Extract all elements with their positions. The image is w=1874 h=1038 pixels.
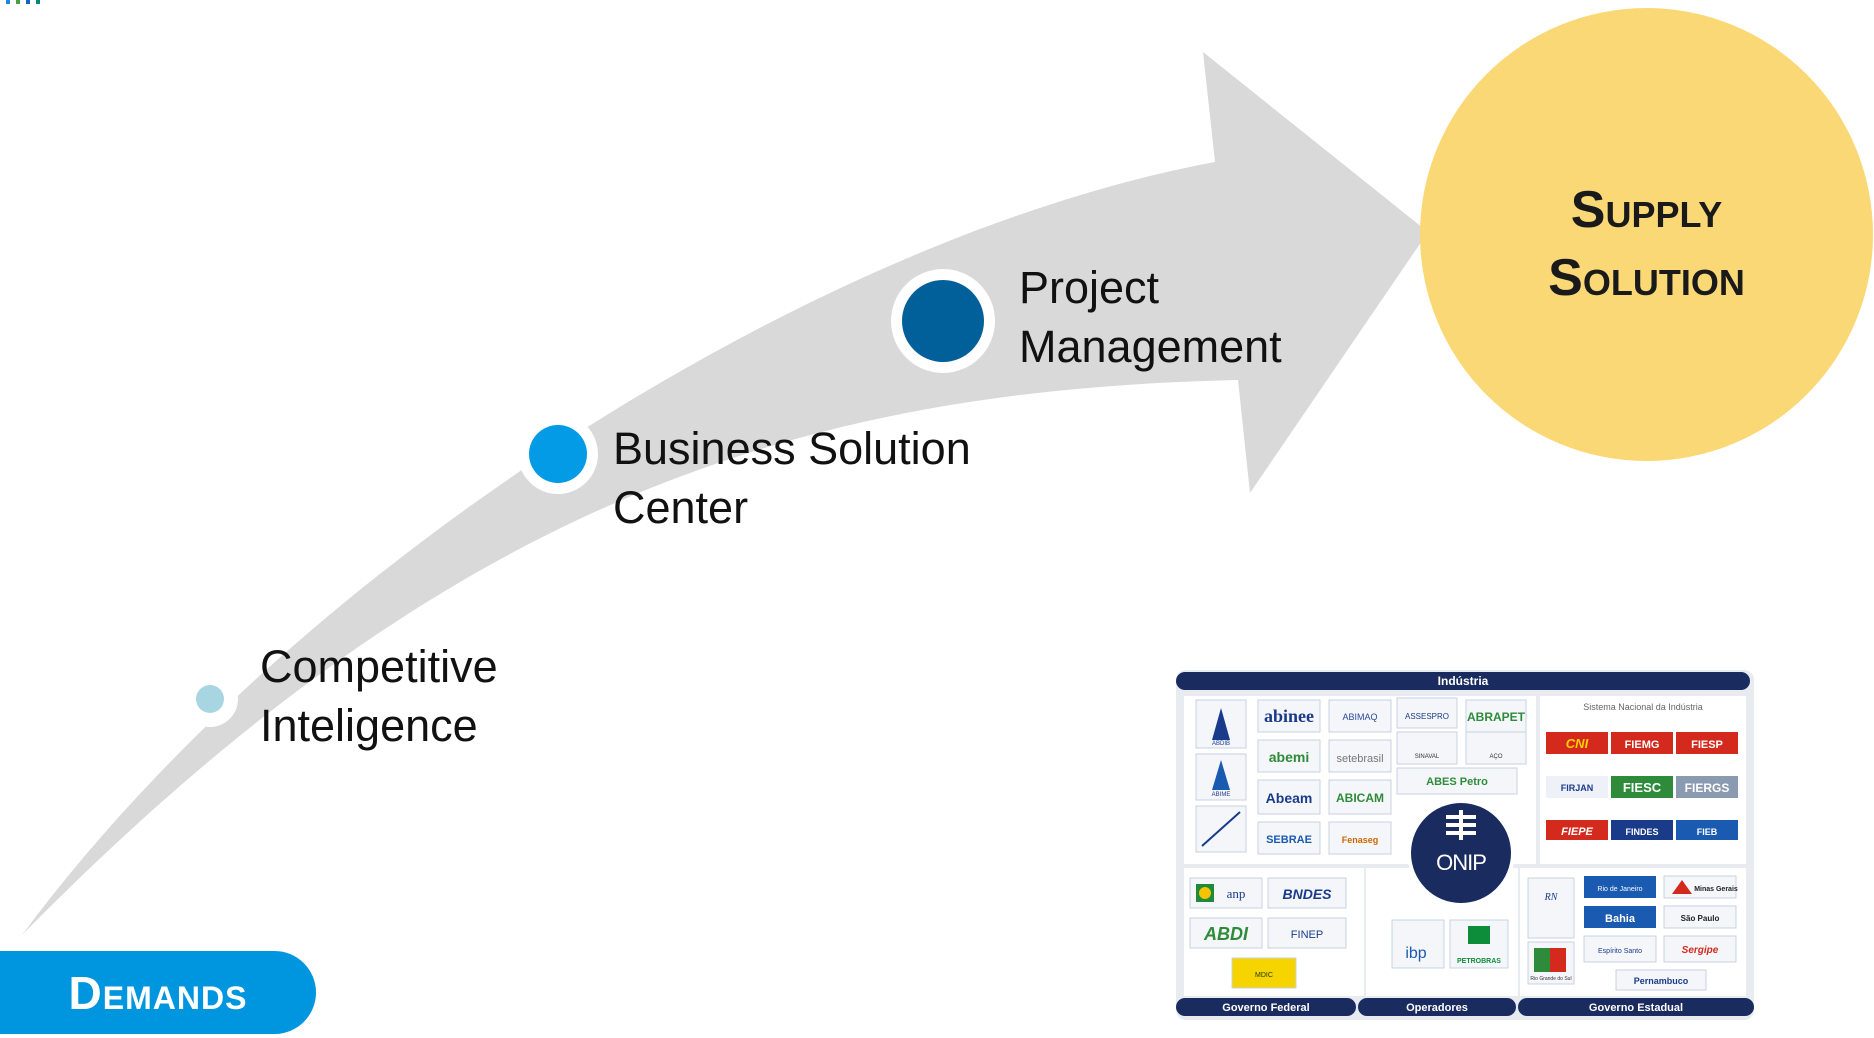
svg-text:ASSESPRO: ASSESPRO — [1405, 712, 1449, 721]
onip-label: ONIP — [1436, 850, 1486, 875]
svg-text:FINDES: FINDES — [1625, 827, 1658, 837]
svg-text:FINEP: FINEP — [1291, 929, 1323, 941]
svg-text:MDIC: MDIC — [1255, 972, 1273, 979]
federal-logos: anp BNDES ABDI FINEP MDIC — [1189, 877, 1347, 989]
onip-emblem: ONIP — [1407, 799, 1515, 907]
curved-arrow — [22, 52, 1428, 935]
svg-text:Minas Gerais: Minas Gerais — [1694, 886, 1738, 893]
svg-text:Rio de Janeiro: Rio de Janeiro — [1597, 886, 1642, 893]
svg-text:Bahia: Bahia — [1605, 913, 1636, 925]
supply-solution-line2: Solution — [1548, 249, 1745, 307]
supply-solution-line1: Supply — [1570, 181, 1723, 239]
svg-text:FIESC: FIESC — [1623, 780, 1662, 795]
svg-text:ibp: ibp — [1405, 945, 1426, 962]
svg-text:anp: anp — [1227, 886, 1246, 901]
svg-text:ABDI: ABDI — [1203, 924, 1249, 944]
svg-text:setebrasil: setebrasil — [1336, 753, 1383, 765]
svg-text:Espírito Santo: Espírito Santo — [1598, 948, 1642, 955]
project-management-marker — [891, 269, 995, 373]
stage-label-competitive-intelligence: Competitive Inteligence — [260, 637, 498, 755]
svg-text:ABES Petro: ABES Petro — [1426, 776, 1488, 788]
svg-text:ABICAM: ABICAM — [1336, 791, 1384, 805]
svg-text:FIERGS: FIERGS — [1685, 781, 1730, 795]
panel-sni-title: Sistema Nacional da Indústria — [1583, 702, 1703, 712]
stage-label-line: Management — [1019, 321, 1282, 372]
svg-text:PETROBRAS: PETROBRAS — [1457, 958, 1501, 965]
stage-label-business-solution-center: Business Solution Center — [613, 419, 971, 537]
state-logos: RN Rio de Janeiro Minas Gerais Bahia São… — [1527, 875, 1738, 991]
svg-text:ABIMAQ: ABIMAQ — [1342, 712, 1377, 722]
business-solution-center-marker — [518, 414, 598, 494]
panel-footer-federal: Governo Federal — [1222, 1002, 1309, 1014]
svg-text:Pernambuco: Pernambuco — [1634, 976, 1689, 986]
stage-label-line: Competitive — [260, 641, 498, 692]
demands-label: Demands — [68, 966, 248, 1019]
svg-text:FIEPE: FIEPE — [1561, 826, 1593, 838]
stakeholder-panel: Indústria Sistema Nacional da Indústria … — [1176, 670, 1754, 1020]
industry-logos: ABDIB abinee ABIMAQ ASSESPRO ABRAPET SIN… — [1195, 697, 1527, 855]
svg-text:abinee: abinee — [1264, 706, 1314, 726]
svg-text:FIEMG: FIEMG — [1625, 739, 1660, 751]
panel-footer-state: Governo Estadual — [1589, 1002, 1683, 1014]
svg-text:ABRAPET: ABRAPET — [1467, 710, 1526, 724]
svg-text:Rio Grande do Sul: Rio Grande do Sul — [1530, 976, 1571, 982]
stage-label-line: Center — [613, 482, 749, 533]
supply-solution-circle: Supply Solution — [1420, 8, 1873, 461]
svg-text:Sergipe: Sergipe — [1682, 945, 1719, 956]
stage-label-line: Project — [1019, 262, 1160, 313]
stage-label-line: Inteligence — [260, 700, 478, 751]
svg-text:FIRJAN: FIRJAN — [1561, 783, 1594, 793]
competitive-intelligence-marker — [182, 671, 238, 727]
corner-mark — [6, 0, 40, 4]
sni-logos: CNI FIEMG FIESP FIRJAN FIESC FIERGS FIEP… — [1546, 732, 1738, 840]
stage-label-project-management: Project Management — [1019, 258, 1282, 376]
svg-text:abemi: abemi — [1269, 749, 1309, 765]
svg-text:ABDIB: ABDIB — [1212, 741, 1230, 747]
demands-badge: Demands — [0, 951, 316, 1034]
svg-text:SEBRAE: SEBRAE — [1266, 834, 1312, 846]
operators-logos: ibp PETROBRAS — [1391, 919, 1509, 969]
svg-text:SINAVAL: SINAVAL — [1415, 754, 1440, 760]
svg-text:RN: RN — [1544, 892, 1559, 903]
svg-text:Abeam: Abeam — [1266, 790, 1313, 806]
svg-text:São Paulo: São Paulo — [1681, 914, 1720, 923]
panel-footer-operators: Operadores — [1406, 1002, 1468, 1014]
svg-text:Fenaseg: Fenaseg — [1342, 835, 1379, 845]
svg-text:CNI: CNI — [1566, 736, 1589, 751]
svg-text:BNDES: BNDES — [1282, 886, 1332, 902]
svg-text:FIESP: FIESP — [1691, 739, 1723, 751]
svg-text:AÇO: AÇO — [1489, 754, 1502, 760]
panel-header-industry: Indústria — [1438, 674, 1489, 688]
svg-text:ABIME: ABIME — [1212, 792, 1231, 798]
svg-text:FIEB: FIEB — [1697, 827, 1718, 837]
stage-label-line: Business Solution — [613, 423, 971, 474]
